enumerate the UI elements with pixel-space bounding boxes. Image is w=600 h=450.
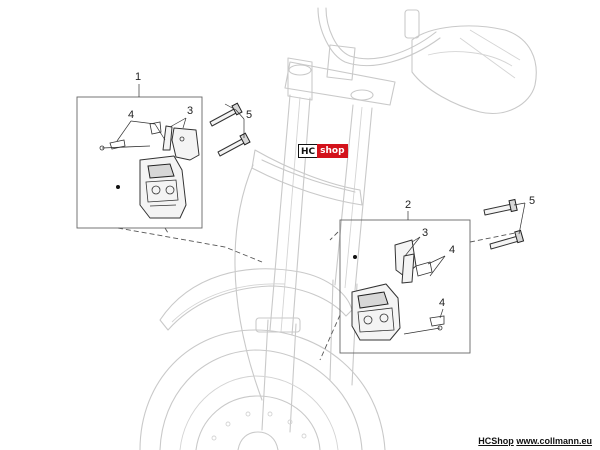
group-2-frame xyxy=(339,219,471,354)
callout-3-top: 3 xyxy=(187,105,194,117)
footer-site[interactable]: www.collmann.eu xyxy=(516,436,592,446)
bullet-dot-top xyxy=(116,185,120,189)
group-1-frame xyxy=(76,96,203,229)
brake-pads-bottom xyxy=(394,236,421,284)
footer-credit: HCShop www.collmann.eu xyxy=(478,436,592,446)
hcshop-logo: HC shop xyxy=(298,144,348,158)
caliper-bottom xyxy=(351,283,401,341)
brake-pads-top xyxy=(162,117,200,161)
logo-right: shop xyxy=(317,144,348,158)
callout-5-right: 5 xyxy=(529,195,536,207)
motorcycle-ghost xyxy=(139,7,537,450)
bolts-top xyxy=(209,102,251,157)
callout-4-bottom: 4 xyxy=(439,297,446,309)
bolts-right xyxy=(483,198,526,250)
logo-left: HC xyxy=(298,144,318,158)
footer-brand: HCShop xyxy=(478,436,514,446)
pad-clips-top xyxy=(109,120,166,150)
assembly-group-1 xyxy=(76,84,203,229)
bullet-dot-bottom xyxy=(353,255,357,259)
caliper-top xyxy=(139,155,187,219)
callout-2: 2 xyxy=(405,199,412,211)
callout-1: 1 xyxy=(135,71,142,83)
callout-3-bottom: 3 xyxy=(422,227,429,239)
callout-4-right: 4 xyxy=(449,244,456,256)
assembly-lines xyxy=(117,227,521,361)
callout-4-top: 4 xyxy=(128,109,135,121)
pad-clips-bottom xyxy=(415,255,446,327)
assembly-group-2 xyxy=(339,211,471,354)
callout-5-top: 5 xyxy=(246,109,253,121)
